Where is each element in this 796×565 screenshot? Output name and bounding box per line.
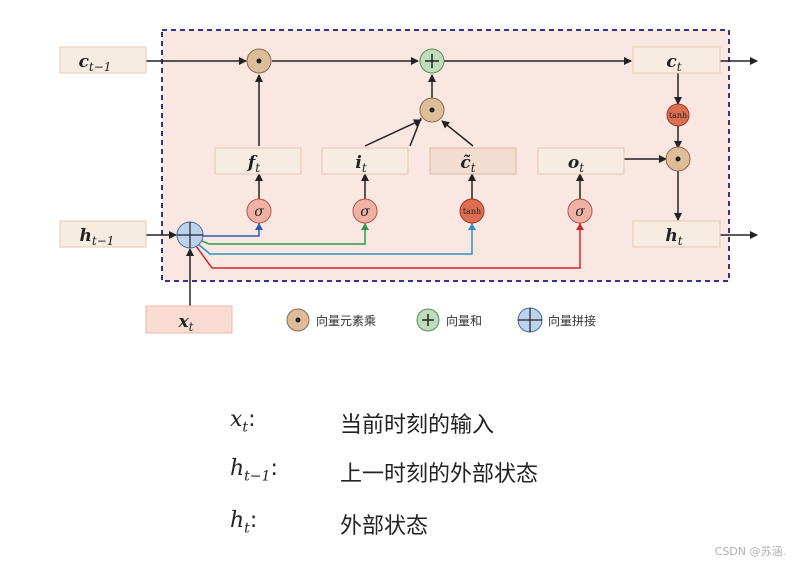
h-t-base: h [665,226,677,246]
svg-text:xt: xt [178,312,194,334]
output-gate-base: o [568,153,579,173]
candidate-base: c̃ [460,153,471,173]
h-t-sub: t [678,234,683,248]
h-t-box: ht [632,220,721,248]
c-t-box: ct [632,46,721,74]
note-sym-sub: t [242,419,249,436]
cell-tanh-label: tanh [669,111,687,120]
c-prev-box: ct−1 [59,46,147,74]
c-t-base: c [666,52,677,72]
legend: 向量元素乘 向量和 向量拼接 [286,307,596,333]
forget-mult-node [246,48,272,74]
svg-text:ot: ot [568,153,584,175]
output-gate-sub: t [579,161,584,175]
note-description: 上一时刻的外部状态 [340,462,539,487]
candidate-sub: t [471,161,476,175]
forget-sigma-node: σ [246,198,272,224]
h-prev-base: h [80,226,92,246]
input-gate-sub: t [362,161,367,175]
output-sigma-node: σ [567,198,593,224]
c-prev-sub: t−1 [89,60,112,74]
input-sigma-node: σ [352,198,378,224]
output-sigma-label: σ [575,204,585,220]
route-to-output [195,223,581,269]
note-sym-base: h [230,508,245,533]
output-mult-node [665,146,691,172]
note-sym-sub: t−1 [244,468,271,485]
h-prev-sub: t−1 [92,234,115,248]
legend-concat-label: 向量拼接 [548,313,596,328]
route-to-input [199,223,366,245]
concat-node [176,221,204,249]
legend-concat: 向量拼接 [517,307,596,333]
forget-gate-sub: t [255,161,260,175]
output-gate-box: ot [537,147,625,175]
legend-add-label: 向量和 [446,313,482,328]
candidate-tanh-node: tanh [459,198,485,224]
input-gate-base: i [355,153,361,173]
note-description: 外部状态 [340,514,429,539]
x-t-base: x [178,312,190,332]
candidate-box: c̃t [429,147,517,175]
note-symbol: xt: [230,407,256,436]
cell-add-node [419,48,445,74]
note-symbol: ht: [230,508,258,537]
svg-text:it: it [355,153,366,175]
forget-gate-base: f [247,153,258,173]
lstm-cell-diagram: ct−1 ht−1 xt ct ht ft it c̃t ot [59,29,758,334]
note-sym-sub: t [244,520,250,537]
svg-text:ct−1: ct−1 [79,52,112,74]
svg-text:c̃t: c̃t [460,153,475,175]
svg-text:ht−1: ht−1 [80,226,115,248]
legend-add: 向量和 [416,308,482,332]
legend-mult-label: 向量元素乘 [316,313,376,328]
note-symbol: ht−1: [230,456,278,485]
note-description: 当前时刻的输入 [340,413,495,438]
svg-text:ht: ht [665,226,682,248]
legend-mult: 向量元素乘 [286,308,376,332]
watermark: CSDN @苏涵. [714,545,786,558]
svg-text:ft: ft [247,153,260,175]
c-prev-base: c [79,52,90,72]
x-t-sub: t [189,320,194,334]
c-t-sub: t [677,60,682,74]
note-sym-base: x [230,407,243,432]
input-sigma-label: σ [360,204,370,220]
x-t-box: xt [145,305,233,334]
input-mult-node [419,97,445,123]
forget-sigma-label: σ [254,204,264,220]
candidate-tanh-label: tanh [463,207,481,216]
note-sym-base: h [230,456,245,481]
h-prev-box: ht−1 [59,220,147,248]
svg-text:ct: ct [666,52,681,74]
forget-gate-box: ft [214,147,302,175]
route-to-candidate [197,223,473,255]
input-gate-box: it [321,147,409,175]
cell-tanh-node: tanh [666,103,690,127]
